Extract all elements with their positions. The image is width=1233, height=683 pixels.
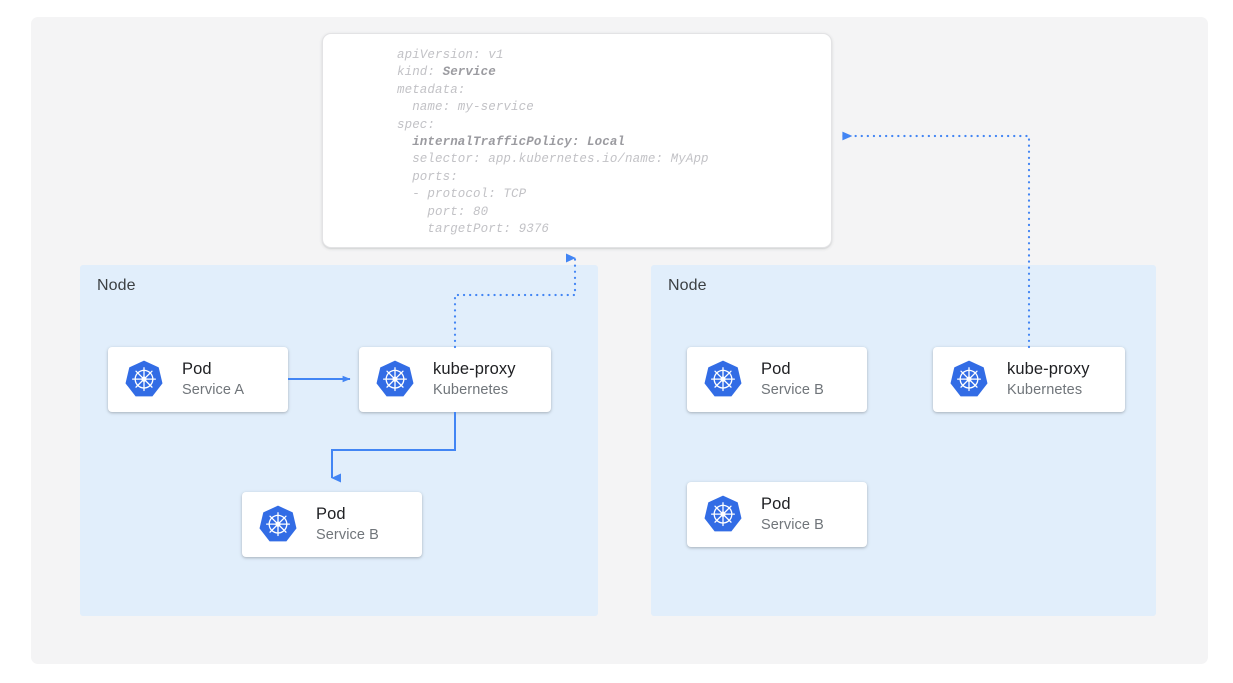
- card-pod-service-b-left[interactable]: Pod Service B: [242, 492, 422, 557]
- service-manifest-yaml: apiVersion: v1 kind: Service metadata: n…: [397, 47, 709, 238]
- card-title: Pod: [316, 505, 346, 523]
- kubernetes-logo-icon: [702, 494, 744, 536]
- card-text: Pod Service A: [182, 359, 244, 400]
- card-pod-service-b-right-bottom[interactable]: Pod Service B: [687, 482, 867, 547]
- kubernetes-logo-icon: [257, 504, 299, 546]
- card-subtitle: Service A: [182, 382, 245, 398]
- yaml-line-kind: kind: Service: [397, 65, 496, 80]
- node-region-right: Node: [651, 265, 1156, 616]
- service-manifest-card: apiVersion: v1 kind: Service metadata: n…: [322, 33, 832, 248]
- card-text: Pod Service B: [316, 504, 379, 545]
- card-text: kube-proxy Kubernetes: [433, 359, 516, 400]
- card-text: kube-proxy Kubernetes: [1007, 359, 1090, 400]
- node-region-left: Node: [80, 265, 598, 616]
- card-subtitle: Service B: [316, 527, 379, 543]
- card-title: Pod: [761, 360, 791, 378]
- node-label-left: Node: [97, 277, 136, 294]
- card-title: kube-proxy: [433, 360, 516, 378]
- kubernetes-logo-icon: [702, 359, 744, 401]
- card-text: Pod Service B: [761, 359, 824, 400]
- yaml-line-ports: ports:: [397, 169, 458, 184]
- kubernetes-logo-icon: [123, 359, 165, 401]
- kubernetes-logo-icon: [948, 359, 990, 401]
- yaml-line-internaltrafficpolicy: internalTrafficPolicy: Local: [397, 135, 626, 150]
- card-subtitle: Kubernetes: [1007, 382, 1083, 398]
- yaml-line-port: port: 80: [397, 204, 489, 219]
- yaml-line-protocol: - protocol: TCP: [397, 187, 527, 202]
- card-title: kube-proxy: [1007, 360, 1090, 378]
- card-pod-service-a[interactable]: Pod Service A: [108, 347, 288, 412]
- card-subtitle: Service B: [761, 517, 824, 533]
- card-subtitle: Kubernetes: [433, 382, 509, 398]
- yaml-value-kind: Service: [442, 65, 496, 80]
- card-subtitle: Service B: [761, 382, 824, 398]
- yaml-line-targetport: targetPort: 9376: [397, 222, 550, 237]
- card-title: Pod: [182, 360, 212, 378]
- yaml-line-apiversion: apiVersion: v1: [397, 48, 504, 62]
- card-kube-proxy-left[interactable]: kube-proxy Kubernetes: [359, 347, 551, 412]
- yaml-line-name: name: my-service: [397, 100, 534, 115]
- yaml-line-selector: selector: app.kubernetes.io/name: MyApp: [397, 152, 709, 167]
- card-title: Pod: [761, 495, 791, 513]
- kubernetes-logo-icon: [374, 359, 416, 401]
- card-pod-service-b-right-top[interactable]: Pod Service B: [687, 347, 867, 412]
- yaml-line-metadata: metadata:: [397, 82, 466, 97]
- yaml-line-spec: spec:: [397, 117, 436, 132]
- card-text: Pod Service B: [761, 494, 824, 535]
- card-kube-proxy-right[interactable]: kube-proxy Kubernetes: [933, 347, 1125, 412]
- node-label-right: Node: [668, 277, 707, 294]
